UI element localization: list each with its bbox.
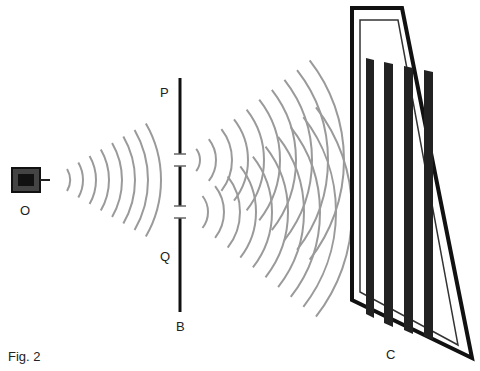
wave-front bbox=[234, 119, 248, 200]
wave-front bbox=[278, 137, 304, 287]
slit-edge bbox=[174, 217, 186, 219]
wave-front bbox=[303, 117, 336, 307]
wave-fronts bbox=[67, 60, 352, 316]
barrier-label: B bbox=[176, 320, 185, 333]
wave-front bbox=[253, 157, 272, 268]
slit-edge bbox=[174, 153, 186, 155]
screen-label: C bbox=[386, 348, 395, 361]
barrier bbox=[179, 166, 182, 206]
source-label: O bbox=[20, 204, 30, 217]
barrier bbox=[179, 78, 182, 154]
wave-front bbox=[228, 176, 240, 247]
wave-front bbox=[101, 150, 109, 211]
slit-edge bbox=[174, 205, 186, 207]
screen-frame bbox=[352, 8, 472, 358]
source-lens bbox=[18, 174, 34, 186]
wave-front bbox=[90, 156, 96, 204]
barrier bbox=[179, 218, 182, 312]
wave-front bbox=[146, 124, 161, 237]
wave-front bbox=[67, 169, 70, 191]
wave-front bbox=[297, 70, 328, 250]
wave-front bbox=[123, 137, 135, 224]
wave-front bbox=[310, 60, 344, 259]
wave-front bbox=[215, 186, 224, 238]
wave-front bbox=[196, 149, 200, 171]
wave-front bbox=[291, 127, 320, 297]
wave-front bbox=[78, 163, 83, 198]
slit-label: Q bbox=[160, 250, 170, 263]
figure-caption: Fig. 2 bbox=[8, 350, 41, 363]
slit-edge bbox=[174, 165, 186, 167]
wave-front bbox=[112, 143, 122, 217]
source-beam bbox=[40, 179, 50, 181]
fringe bbox=[404, 66, 413, 334]
wave-front bbox=[316, 107, 352, 316]
wave-front bbox=[284, 80, 312, 240]
wave-front bbox=[135, 130, 148, 230]
wave-front bbox=[202, 196, 208, 228]
screen-inner bbox=[360, 20, 458, 345]
fringe bbox=[424, 70, 433, 340]
fringe bbox=[366, 58, 374, 318]
fringe bbox=[384, 62, 393, 327]
light-source bbox=[12, 168, 40, 192]
wave-front bbox=[209, 139, 216, 181]
wave-front bbox=[240, 166, 256, 257]
wave-front bbox=[259, 100, 280, 221]
slit-label: P bbox=[160, 86, 169, 99]
